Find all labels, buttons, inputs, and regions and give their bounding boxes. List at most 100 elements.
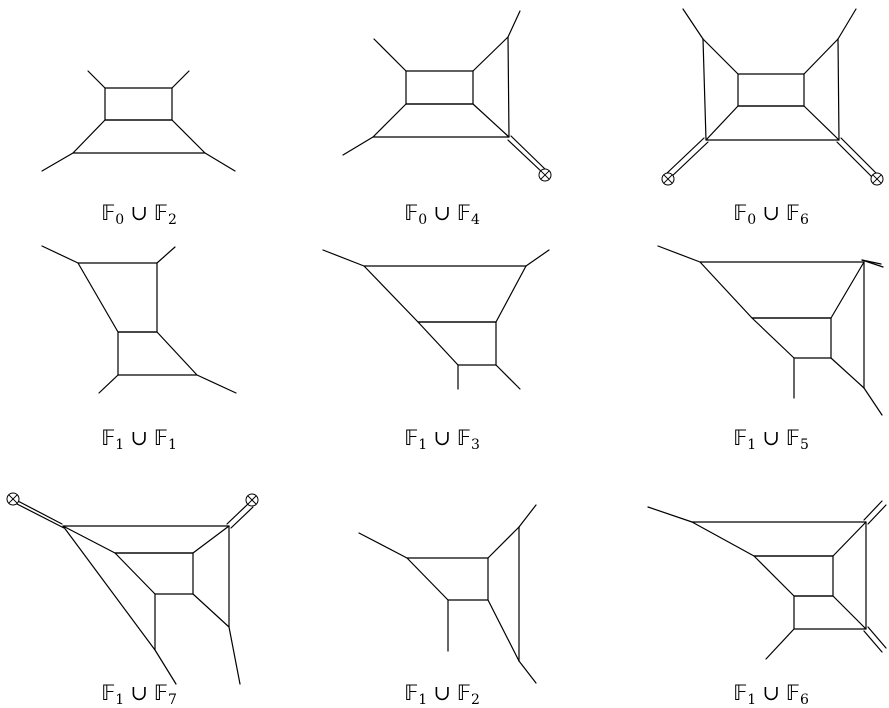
caption-f1-f5: 𝔽1∪𝔽5 [733, 426, 809, 453]
lower-trapezoid [705, 105, 840, 141]
caption-index: 4 [470, 212, 480, 228]
external-leg [837, 8, 857, 40]
upper-quadrilateral [77, 262, 158, 333]
double-leg [669, 141, 709, 179]
caption-index: 1 [115, 692, 125, 708]
double-leg [665, 137, 705, 175]
caption-index: 1 [418, 692, 428, 708]
internal-edge [837, 38, 840, 141]
caption-index: 5 [799, 437, 809, 453]
caption-operator: ∪ [762, 426, 780, 450]
caption-operator: ∪ [130, 426, 148, 450]
caption-index: 1 [115, 437, 125, 453]
caption-index: 1 [167, 437, 177, 453]
internal-edge [702, 38, 707, 141]
external-leg [41, 152, 74, 172]
caption-letter: 𝔽 [404, 201, 419, 225]
caption-letter: 𝔽 [101, 681, 116, 705]
internal-edge [702, 38, 739, 75]
caption-operator: ∪ [130, 681, 148, 705]
external-leg [342, 136, 374, 156]
caption-f1-f2: 𝔽1∪𝔽2 [404, 681, 480, 708]
caption-index: 3 [470, 437, 480, 453]
double-leg [16, 503, 65, 529]
caption-index: 0 [418, 212, 428, 228]
double-leg [863, 500, 883, 521]
caption-index: 1 [418, 437, 428, 453]
caption-index: 6 [799, 212, 809, 228]
external-leg [98, 374, 119, 394]
double-leg [867, 626, 887, 649]
external-leg [495, 364, 521, 390]
caption-index: 2 [470, 692, 480, 708]
caption-operator: ∪ [130, 201, 148, 225]
internal-edge [487, 526, 520, 559]
inner-square [737, 73, 805, 107]
lower-quadrilateral [117, 331, 198, 376]
diagram-f1-f3 [322, 249, 550, 390]
double-leg [15, 499, 63, 525]
inner-square [405, 70, 474, 105]
double-leg [861, 259, 884, 268]
inner-quadrilateral [114, 552, 194, 595]
caption-letter: 𝔽 [785, 681, 800, 705]
inner-quadrilateral [753, 555, 834, 597]
internal-edge [803, 38, 839, 75]
external-leg [863, 387, 883, 416]
internal-edge [487, 599, 520, 662]
caption-f1-f1: 𝔽1∪𝔽1 [101, 426, 177, 453]
caption-letter: 𝔽 [101, 201, 116, 225]
diagram-f0-f2 [41, 70, 236, 172]
caption-index: 2 [167, 212, 177, 228]
diagram-f0-f4 [342, 10, 547, 174]
external-leg [682, 8, 704, 40]
diagram-f0-f6 [665, 8, 878, 179]
lower-trapezoid [372, 103, 510, 138]
external-leg [322, 249, 365, 267]
caption-index: 7 [167, 692, 177, 708]
double-leg [836, 141, 874, 179]
external-leg [373, 38, 407, 72]
caption-index: 0 [115, 212, 125, 228]
double-leg [840, 137, 878, 175]
caption-f1-f7: 𝔽1∪𝔽7 [101, 681, 177, 708]
caption-letter: 𝔽 [785, 201, 800, 225]
external-leg [204, 152, 236, 172]
caption-letter: 𝔽 [456, 681, 471, 705]
caption-index: 1 [747, 437, 757, 453]
external-leg [156, 246, 176, 264]
double-leg [507, 139, 544, 174]
inner-quadrilateral [751, 317, 832, 359]
caption-f0-f2: 𝔽0∪𝔽2 [101, 201, 177, 228]
external-leg [518, 660, 537, 684]
double-leg [510, 135, 547, 171]
external-leg [525, 249, 550, 267]
inner-quadrilateral [417, 321, 497, 366]
internal-edge [192, 593, 230, 628]
caption-letter: 𝔽 [153, 201, 168, 225]
caption-index: 1 [747, 692, 757, 708]
external-leg [171, 70, 190, 89]
caption-f0-f6: 𝔽0∪𝔽6 [733, 201, 809, 228]
external-leg [507, 10, 521, 38]
external-leg [228, 626, 241, 685]
external-leg [87, 70, 106, 89]
caption-letter: 𝔽 [733, 681, 748, 705]
outer-trapezoid [363, 265, 527, 323]
double-leg [867, 504, 887, 525]
internal-edge [507, 36, 510, 138]
upper-band [691, 521, 867, 557]
upper-band [62, 525, 230, 554]
caption-operator: ∪ [433, 201, 451, 225]
double-leg [226, 502, 250, 525]
external-leg [765, 628, 795, 660]
external-leg [41, 245, 79, 264]
inner-quadrilateral [406, 557, 489, 601]
outer-trapezoid [72, 119, 206, 154]
diagram-f1-f2 [358, 504, 537, 684]
caption-operator: ∪ [433, 426, 451, 450]
double-leg [230, 506, 254, 529]
caption-operator: ∪ [762, 201, 780, 225]
outer-trapezoid [699, 261, 865, 319]
